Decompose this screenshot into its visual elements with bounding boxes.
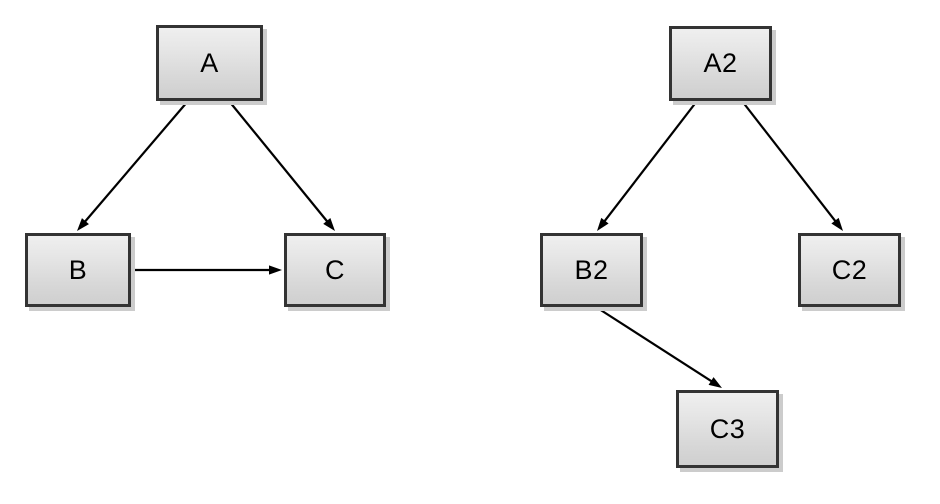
node-label: C3 [709, 413, 746, 444]
node-c3[interactable]: C3 [676, 390, 779, 468]
edge-b2-to-c3[interactable] [595, 306, 722, 388]
node-label: B [68, 254, 88, 285]
edge-a2-to-c2[interactable] [741, 100, 843, 231]
node-c2[interactable]: C2 [798, 233, 901, 307]
node-label: C2 [831, 254, 868, 285]
edge-a-to-b[interactable] [77, 100, 189, 231]
node-c[interactable]: C [284, 233, 386, 307]
node-label: A [200, 47, 219, 78]
edge-b-to-c[interactable] [131, 265, 282, 275]
node-b[interactable]: B [25, 233, 131, 307]
node-label: B2 [574, 254, 609, 285]
node-label: C [325, 254, 345, 285]
node-b2[interactable]: B2 [540, 233, 643, 307]
node-label: A2 [703, 48, 738, 78]
node-a[interactable]: A [156, 25, 263, 101]
node-a2[interactable]: A2 [669, 26, 772, 101]
edge-a2-to-b2[interactable] [597, 100, 698, 231]
edge-a-to-c[interactable] [228, 100, 335, 231]
